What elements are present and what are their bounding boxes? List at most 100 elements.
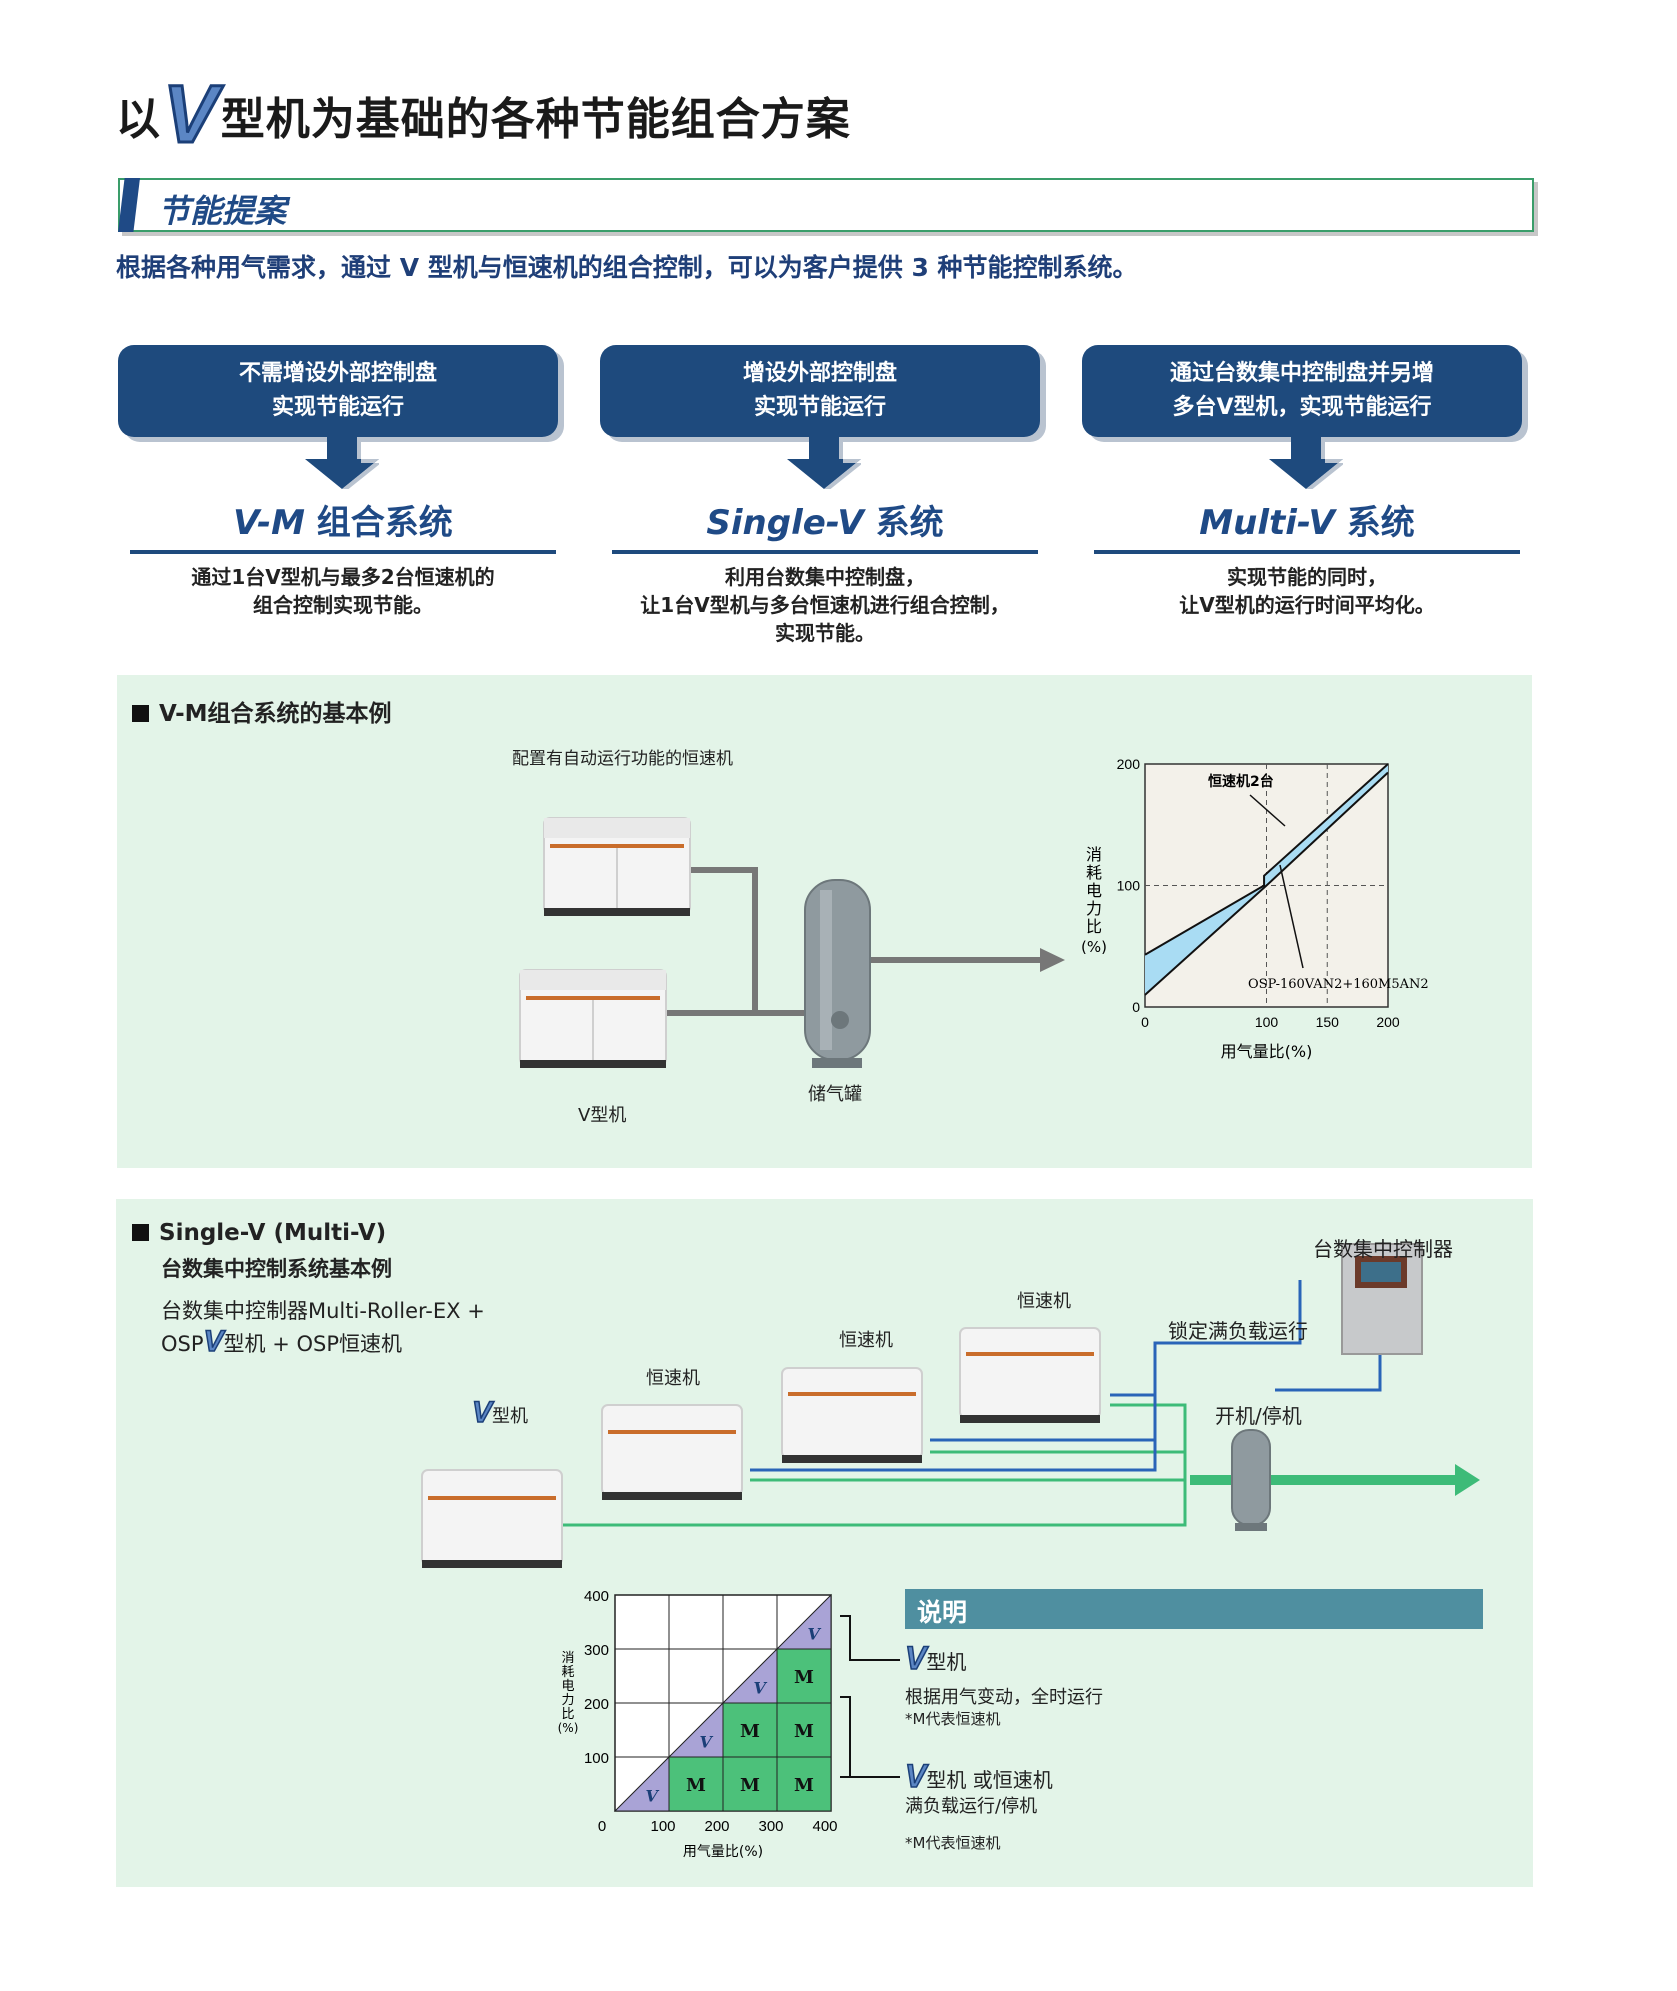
y-tick-label: 400 xyxy=(584,1588,609,1605)
sv-section-heading: Single-V (Multi-V) xyxy=(132,1220,386,1246)
y-tick-label: 200 xyxy=(584,1696,609,1713)
y-axis-label-char: 耗 xyxy=(1086,863,1102,882)
air-tank-icon xyxy=(1231,1429,1271,1531)
annotation-pointer xyxy=(1249,794,1286,827)
v-cell-label: V xyxy=(646,1786,660,1805)
x-tick-label: 0 xyxy=(598,1818,606,1835)
series-line-2 xyxy=(1144,771,1389,996)
vm-system-diagram xyxy=(519,817,1065,1068)
system-name-latin: Single-V xyxy=(706,503,864,543)
y-axis-label-char: 比 xyxy=(561,1707,574,1722)
m-cell xyxy=(776,1756,832,1812)
v-cell xyxy=(775,1593,832,1650)
y-tick-label: 300 xyxy=(584,1642,609,1659)
lock-full-load-label: 锁定满负载运行 xyxy=(1168,1319,1308,1343)
air-tank-icon xyxy=(804,879,871,1068)
central-controller-icon xyxy=(1341,1243,1423,1355)
x-tick-label: 100 xyxy=(650,1818,675,1835)
card-line: 通过台数集中控制盘并另增 xyxy=(1169,361,1434,386)
tank-label: 储气罐 xyxy=(808,1084,862,1105)
v-compressor-icon xyxy=(519,969,667,1068)
v-logo: V xyxy=(471,1395,493,1430)
legend-item-v: V型机 xyxy=(904,1639,966,1677)
x-axis-label: 用气量比(%) xyxy=(1221,1042,1313,1061)
square-bullet-icon xyxy=(132,705,149,722)
v-compressor-icon xyxy=(421,1469,563,1568)
system-name-latin: V-M xyxy=(233,503,305,543)
controller-label: 台数集中控制器 xyxy=(1313,1237,1453,1261)
constant-speed-compressor-icon xyxy=(959,1327,1101,1423)
y-tick-label: 100 xyxy=(1117,878,1141,894)
sub-line-part: 型机 + OSP恒速机 xyxy=(223,1332,403,1356)
banner-label: 节能提案 xyxy=(158,192,287,230)
y-tick-label: 200 xyxy=(1117,756,1141,772)
v-cell-label: V xyxy=(700,1732,714,1751)
m-cell xyxy=(776,1648,832,1704)
legend-header: 说明 xyxy=(905,1589,1483,1629)
x-tick-label: 200 xyxy=(1376,1014,1400,1030)
legend-item-title: 型机 或恒速机 xyxy=(926,1768,1053,1792)
legend-item-v-desc: 根据用气变动，全时运行 xyxy=(905,1687,1103,1708)
divider xyxy=(130,550,556,554)
down-arrow-icon xyxy=(1269,437,1343,489)
title-prefix: 以 xyxy=(116,94,161,145)
sv-heading-line1: Single-V (Multi-V) xyxy=(159,1220,387,1246)
x-tick-label: 0 xyxy=(1141,1014,1149,1030)
system-name-single-v: Single-V 系统 xyxy=(612,495,1038,544)
y-tick-label: 0 xyxy=(1132,999,1140,1015)
down-arrow-icon xyxy=(787,437,861,489)
v-logo: V xyxy=(203,1324,225,1359)
vm-heading-text: V-M组合系统的基本例 xyxy=(159,701,392,727)
sub-line-part: OSP xyxy=(161,1332,204,1356)
legend-item-m: V型机 或恒速机 xyxy=(904,1757,1053,1795)
sv-sub-line1: 台数集中控制器Multi-Roller-EX + xyxy=(161,1299,485,1323)
system-name-cn: 系统 xyxy=(1334,503,1415,543)
desc-line: 利用台数集中控制盘， xyxy=(725,565,925,589)
y-axis-label-char: 电 xyxy=(1086,881,1102,900)
m-cell-label: M xyxy=(794,1775,814,1796)
y-axis-label-unit: (%) xyxy=(1081,938,1107,956)
system-name-latin: Multi-V xyxy=(1199,503,1335,543)
square-bullet-icon xyxy=(132,1224,149,1241)
start-stop-label: 开机/停机 xyxy=(1215,1404,1302,1428)
desc-line: 组合控制实现节能。 xyxy=(253,593,433,617)
system-desc-vm: 通过1台V型机与最多2台恒速机的 组合控制实现节能。 xyxy=(130,563,556,619)
constant-speed-compressor-icon xyxy=(601,1404,743,1500)
desc-line: 实现节能的同时， xyxy=(1227,565,1387,589)
y-axis-label-unit: (%) xyxy=(558,1721,579,1735)
y-axis-label-char: 消 xyxy=(561,1651,574,1666)
annotation-label: 恒速机2台 xyxy=(1208,773,1274,790)
card-line: 实现节能运行 xyxy=(753,395,886,420)
page-title: 以V型机为基础的各种节能组合方案 xyxy=(116,68,851,162)
x-tick-label: 150 xyxy=(1316,1014,1340,1030)
m-cell-label: M xyxy=(794,1721,814,1742)
m-cell-label: M xyxy=(740,1721,760,1742)
v-machine-text: 型机 xyxy=(492,1406,529,1427)
v-cell-label: V xyxy=(754,1678,768,1697)
legend-connector xyxy=(840,1615,900,1778)
system-card-multi-v: 通过台数集中控制盘并另增 多台V型机，实现节能运行 xyxy=(1082,345,1522,437)
desc-line: 通过1台V型机与最多2台恒速机的 xyxy=(191,565,495,589)
legend-item-v-note: *M代表恒速机 xyxy=(905,1710,1001,1728)
constant-speed-compressor-icon xyxy=(543,817,691,916)
system-name-vm: V-M 组合系统 xyxy=(130,495,556,544)
m-cell-label: M xyxy=(686,1775,706,1796)
card-line: 多台V型机，实现节能运行 xyxy=(1172,395,1432,420)
annotation-label: OSP-160VAN2+160M5AN2 xyxy=(1248,977,1429,992)
x-tick-label: 200 xyxy=(704,1818,729,1835)
constant-speed-label: 恒速机 xyxy=(646,1368,700,1389)
annotation-pointer xyxy=(1279,864,1304,969)
flow-arrow-icon xyxy=(1040,948,1065,972)
m-cell xyxy=(776,1702,832,1758)
card-line: 增设外部控制盘 xyxy=(742,361,897,386)
v-machine-label: V型机 xyxy=(578,1105,627,1126)
constant-speed-label: 恒速机 xyxy=(839,1330,893,1351)
y-axis-label-char: 电 xyxy=(561,1679,574,1694)
intro-text: 根据各种用气需求，通过 V 型机与恒速机的组合控制，可以为客户提供 3 种节能控… xyxy=(116,253,1138,282)
y-axis-label-char: 力 xyxy=(561,1693,574,1708)
y-axis-label-char: 比 xyxy=(1086,917,1102,936)
desc-line: 让1台V型机与多台恒速机进行组合控制， xyxy=(640,593,1010,617)
system-name-cn: 系统 xyxy=(863,503,944,543)
